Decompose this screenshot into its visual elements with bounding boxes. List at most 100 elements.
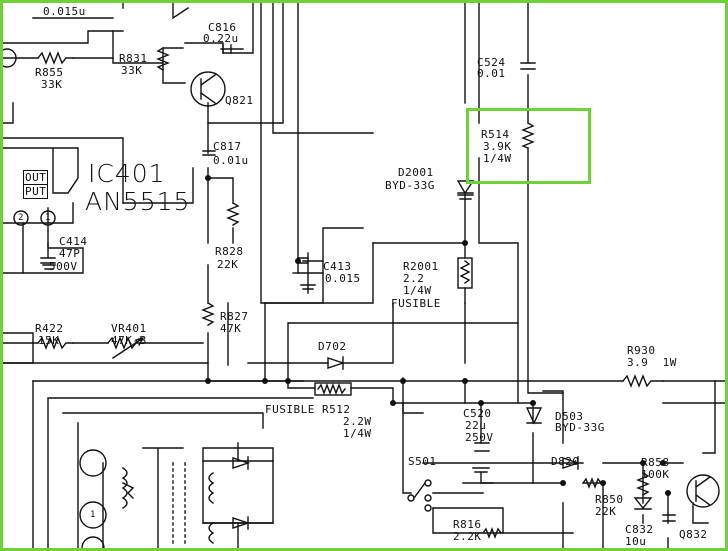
label-r2001-power: 1/4W bbox=[403, 284, 432, 297]
label-r2001-value: 2.2 bbox=[403, 272, 425, 285]
ground bbox=[42, 264, 56, 270]
label-s501: S501 bbox=[408, 455, 437, 468]
label-c520-voltage: 250V bbox=[465, 431, 494, 444]
diode-d820 bbox=[562, 456, 581, 470]
label-d503-value: BYD-33G bbox=[555, 421, 605, 434]
label-c832-value: 10u bbox=[625, 535, 647, 548]
resistor-r850 bbox=[582, 477, 602, 489]
transformer-core bbox=[172, 462, 186, 544]
wire bbox=[207, 3, 284, 124]
terminal-circle bbox=[79, 449, 107, 477]
resistor-r858 bbox=[636, 472, 650, 496]
fusible-r2001-zig bbox=[459, 260, 471, 284]
fusible-r512-box bbox=[314, 382, 352, 396]
label-fusible-r512: FUSIBLE R512 bbox=[265, 403, 351, 416]
label-r850: R850 bbox=[595, 493, 624, 506]
label-c414-voltage: 500V bbox=[49, 260, 78, 273]
wire bbox=[122, 167, 194, 204]
vr401-arrow bbox=[112, 337, 144, 359]
pin2-circle bbox=[13, 210, 29, 226]
s501-contact bbox=[424, 479, 432, 487]
label-vr401-value: 47K-B bbox=[111, 334, 147, 347]
wire bbox=[202, 460, 274, 524]
terminal-circle-top bbox=[3, 48, 17, 68]
resistor-r827 bbox=[201, 302, 215, 326]
cap-c520 bbox=[474, 442, 490, 452]
wire bbox=[264, 242, 374, 304]
wire bbox=[162, 62, 186, 84]
label-r422: R422 bbox=[35, 322, 64, 335]
label-pin1: 1 bbox=[45, 213, 51, 223]
wire bbox=[562, 482, 604, 548]
transistor-q821-leads bbox=[200, 74, 216, 104]
label-d503: D503 bbox=[555, 410, 584, 423]
diode-d-bottom1 bbox=[232, 456, 251, 470]
diode-d702 bbox=[327, 356, 346, 370]
label-r850-value: 22K bbox=[595, 505, 617, 518]
resistor-r422 bbox=[37, 336, 74, 350]
label-c817-value: 0.01u bbox=[213, 154, 249, 167]
wire bbox=[3, 207, 84, 274]
wire bbox=[350, 387, 534, 404]
label-d820: D820 bbox=[551, 455, 580, 468]
s501-contact bbox=[424, 494, 432, 502]
label-r514: R514 bbox=[481, 128, 510, 141]
zener-near-r858 bbox=[633, 497, 653, 510]
label-r831: R831 bbox=[119, 52, 148, 65]
label-c832: C832 bbox=[625, 523, 654, 536]
resistor-r514 bbox=[521, 122, 535, 149]
cap-c816 bbox=[220, 44, 244, 54]
ground bbox=[300, 284, 316, 290]
label-ic401-part: AN5515 bbox=[85, 187, 191, 216]
resistor-r831 bbox=[156, 47, 170, 71]
transistor-q832-body bbox=[686, 474, 720, 508]
label-r858: R858 bbox=[641, 456, 670, 469]
wire bbox=[260, 3, 364, 304]
junction-dots bbox=[205, 175, 671, 496]
label-coil-1: 1 bbox=[90, 510, 96, 520]
wire bbox=[542, 390, 564, 394]
label-r855-value: 33K bbox=[41, 78, 63, 91]
wire bbox=[3, 332, 34, 364]
label-c520-value: 22u bbox=[465, 419, 487, 432]
wire bbox=[272, 3, 374, 134]
wire bbox=[692, 502, 709, 524]
label-r512-power: 1/4W bbox=[343, 427, 372, 440]
terminal-circle-1 bbox=[79, 501, 107, 529]
label-c414: C414 bbox=[59, 235, 88, 248]
wire bbox=[77, 422, 104, 548]
resistor-r828 bbox=[226, 202, 240, 226]
label-c524-value: 0.01 bbox=[477, 67, 506, 80]
label-out: OUT bbox=[23, 170, 49, 185]
pin1-circle bbox=[40, 210, 56, 226]
wire bbox=[702, 380, 716, 454]
label-q832: Q832 bbox=[679, 528, 708, 541]
transistor-q821-body bbox=[190, 71, 226, 107]
wire bbox=[62, 412, 264, 429]
label-c520: C520 bbox=[463, 407, 492, 420]
label-c524: C524 bbox=[477, 56, 506, 69]
resistor-r816 bbox=[482, 527, 502, 539]
highlight-box-r514 bbox=[466, 108, 591, 184]
label-r831-value: 33K bbox=[121, 64, 143, 77]
resistor-vr401 bbox=[107, 336, 144, 350]
label-c413: C413 bbox=[323, 260, 352, 273]
label-r858-value: 100K bbox=[641, 468, 670, 481]
fusible-r2001-box bbox=[457, 257, 473, 289]
label-r828: R828 bbox=[215, 245, 244, 258]
s501-blade bbox=[413, 482, 426, 499]
label-r828-value: 22K bbox=[217, 258, 239, 271]
label-r514-power: 1/4W bbox=[483, 152, 512, 165]
wire bbox=[432, 507, 574, 534]
cap-c414 bbox=[40, 242, 56, 264]
diode-d-bottom2 bbox=[232, 516, 251, 530]
label-q821: Q821 bbox=[225, 94, 254, 107]
ic-body bbox=[3, 147, 79, 194]
wire bbox=[3, 30, 124, 44]
label-ic401: IC401 bbox=[88, 159, 166, 188]
wire bbox=[3, 137, 124, 204]
wire bbox=[207, 177, 234, 244]
cap-c524 bbox=[520, 62, 536, 70]
misc-zig bbox=[122, 482, 135, 499]
